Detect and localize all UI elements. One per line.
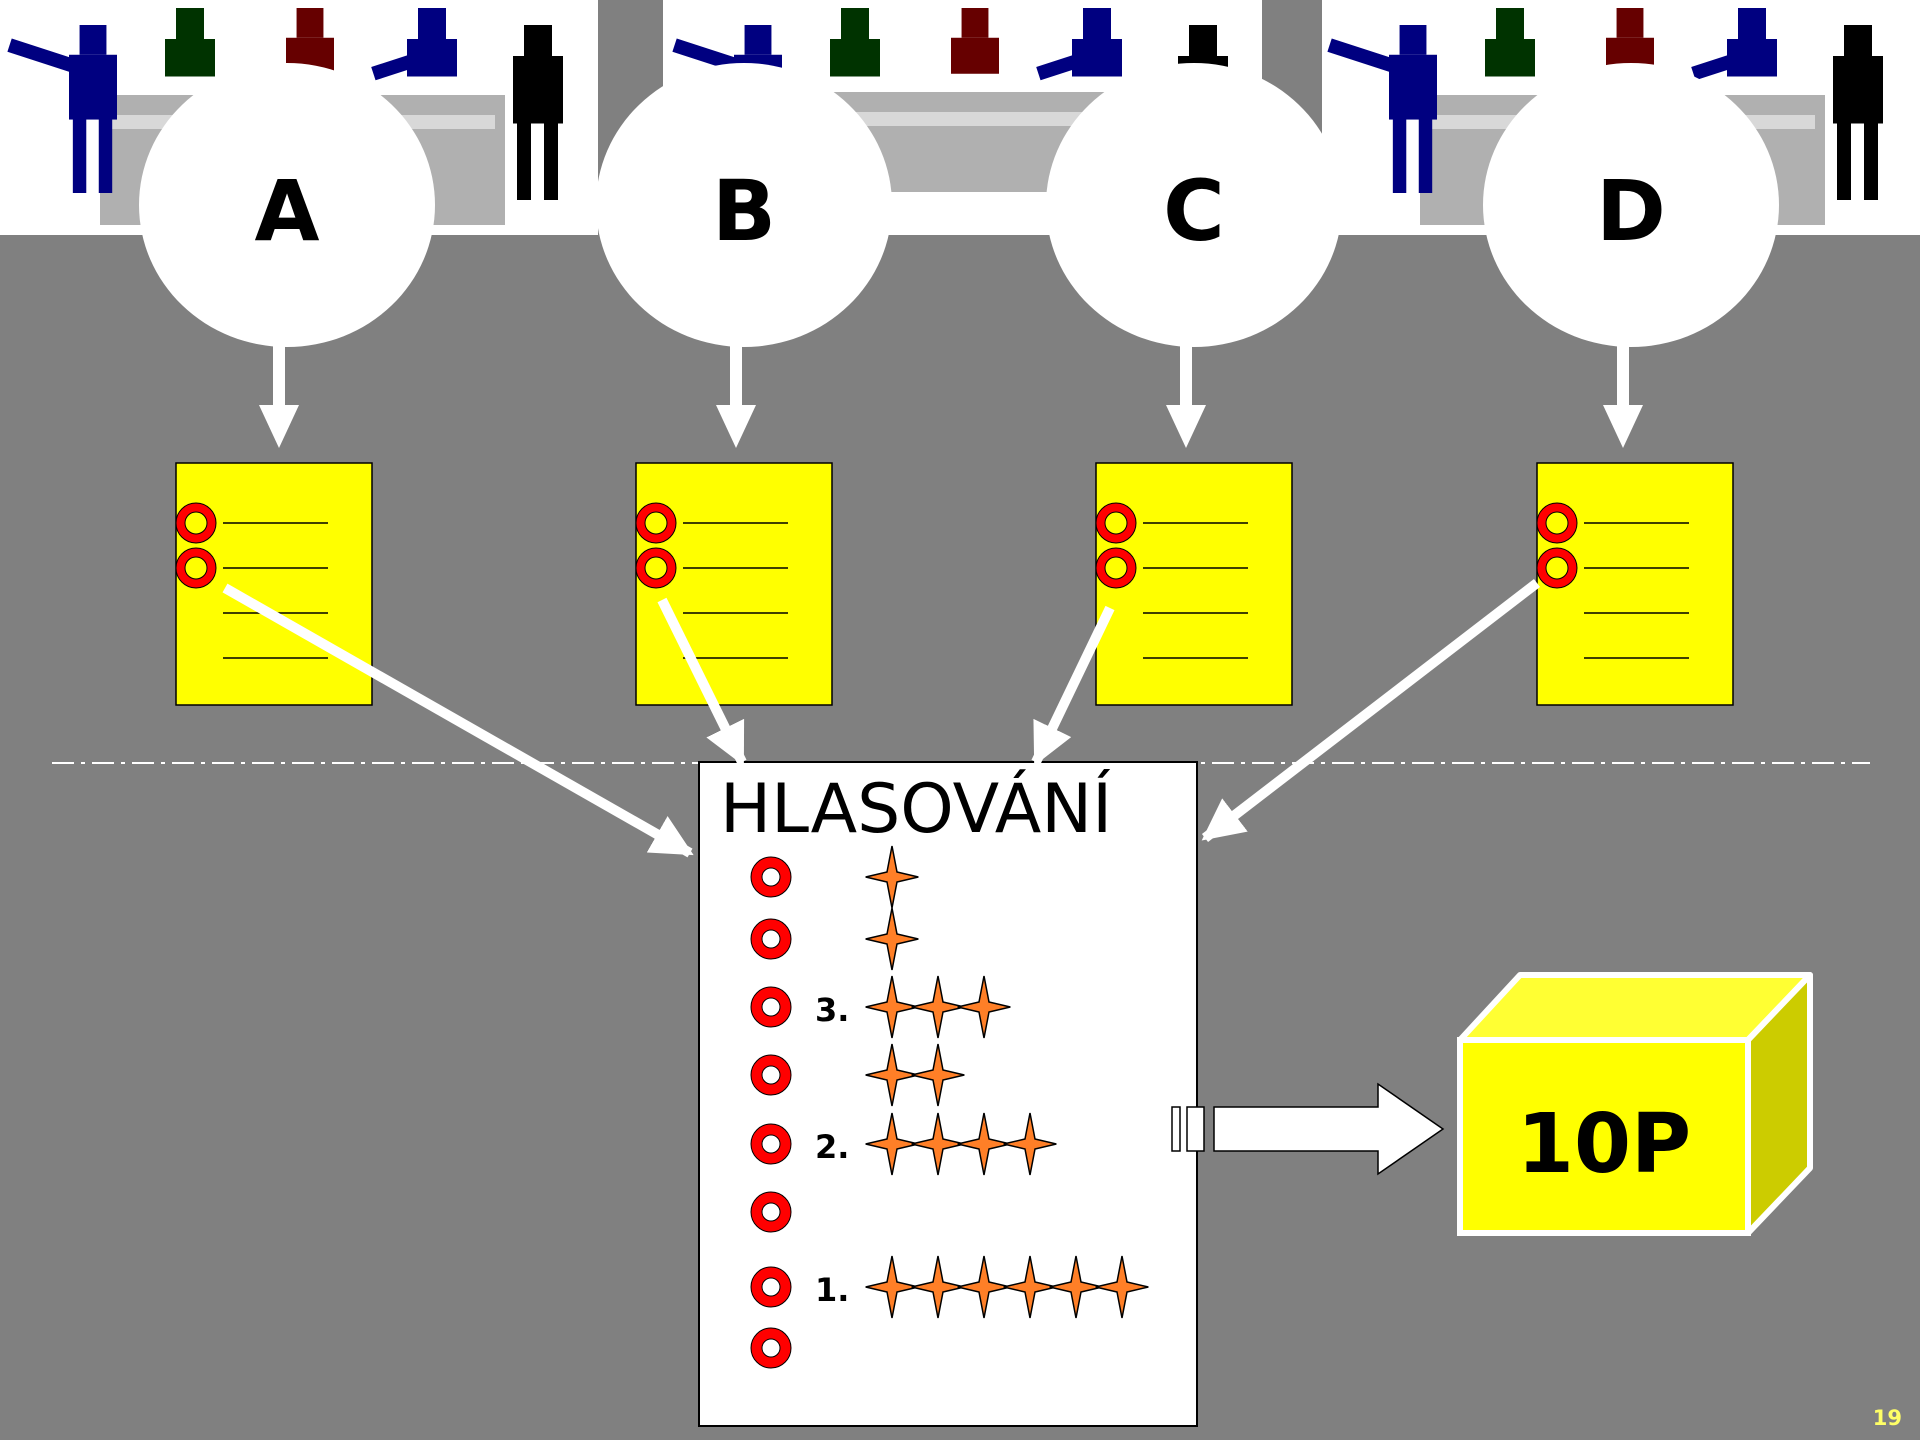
down-arrow-icon	[1166, 345, 1206, 448]
result-arrow	[1171, 1082, 1445, 1176]
star-icon	[911, 975, 965, 1039]
person-silhouette	[69, 25, 117, 193]
arrow-to-ballot	[1201, 579, 1541, 842]
group-d-circle: D	[1483, 63, 1779, 347]
star-icon	[1003, 1255, 1057, 1319]
page-number: 19	[1873, 1406, 1902, 1430]
arrow-to-ballot	[222, 583, 694, 858]
star-icon	[865, 1043, 919, 1107]
group-label: A	[254, 162, 319, 260]
group-label: B	[712, 162, 776, 260]
arrow-to-ballot	[657, 597, 747, 766]
ballot-row	[750, 1191, 792, 1233]
down-arrow-icon	[716, 345, 756, 448]
person-silhouette	[1833, 25, 1883, 200]
ballot-row	[750, 1043, 965, 1107]
down-arrow-icon	[1603, 345, 1643, 448]
star-icon	[1095, 1255, 1149, 1319]
star-icon	[865, 975, 919, 1039]
ballot-row	[750, 1327, 792, 1369]
group-a-sheet	[175, 462, 373, 706]
ballot-rank: 2.	[815, 1128, 849, 1166]
star-icon	[1003, 1112, 1057, 1176]
person-silhouette	[1727, 8, 1777, 77]
arrow-tail-bar	[1171, 1106, 1181, 1152]
ballot-row: 1.	[750, 1255, 1149, 1319]
ballot-row: 3.	[750, 975, 1011, 1039]
result-label: 10P	[1517, 1097, 1691, 1192]
arrow-to-ballot	[1031, 605, 1115, 766]
ballot-rank: 3.	[815, 991, 849, 1029]
person-silhouette	[951, 8, 999, 74]
arrow-tail-bar	[1186, 1106, 1205, 1152]
group-b-circle: B	[596, 63, 892, 347]
star-icon	[865, 1112, 919, 1176]
block-arrow-icon	[1213, 1082, 1445, 1176]
group-b-sheet	[635, 462, 833, 706]
cube-icon	[1457, 972, 1813, 1236]
person-silhouette	[165, 8, 215, 77]
star-icon	[957, 1255, 1011, 1319]
person-silhouette	[513, 25, 563, 200]
person-silhouette	[1389, 25, 1437, 193]
star-icon	[957, 1112, 1011, 1176]
group-label: D	[1596, 162, 1666, 260]
group-c-sheet	[1095, 462, 1293, 706]
down-arrow-icon	[259, 345, 299, 448]
ballot-rank: 1.	[815, 1271, 849, 1309]
group-c-circle: C	[1046, 63, 1342, 347]
person-silhouette	[830, 8, 880, 77]
star-icon	[957, 975, 1011, 1039]
star-icon	[911, 1112, 965, 1176]
ballot-title: HLASOVÁNÍ	[720, 769, 1112, 849]
star-icon	[911, 1255, 965, 1319]
person-silhouette	[1485, 8, 1535, 77]
star-icon	[911, 1043, 965, 1107]
ballot-row: 2.	[750, 1112, 1057, 1176]
group-label: C	[1163, 162, 1225, 260]
group-d-sheet	[1536, 462, 1734, 706]
ballot-row	[750, 907, 919, 971]
star-icon	[865, 907, 919, 971]
cube-front	[1457, 1037, 1751, 1236]
star-icon	[1049, 1255, 1103, 1319]
ballot-row	[750, 845, 919, 909]
group-a-circle: A	[139, 63, 435, 347]
star-icon	[865, 1255, 919, 1319]
